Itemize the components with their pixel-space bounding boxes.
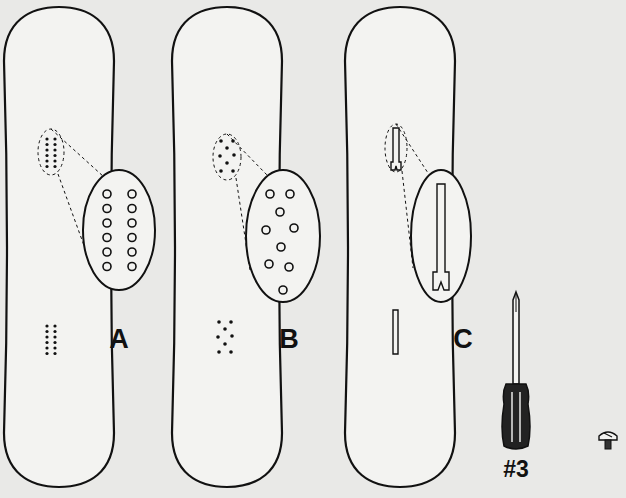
insert-hole bbox=[103, 190, 111, 198]
screwdriver bbox=[502, 292, 530, 449]
insert-channel bbox=[391, 128, 449, 354]
insert-hole bbox=[53, 324, 56, 327]
insert-holes bbox=[45, 137, 56, 355]
insert-hole bbox=[128, 190, 136, 198]
insert-hole bbox=[53, 335, 56, 338]
insert-hole bbox=[128, 234, 136, 242]
insert-hole bbox=[53, 148, 56, 151]
detail-oval bbox=[83, 170, 471, 302]
insert-holes bbox=[262, 190, 298, 294]
insert-hole bbox=[128, 219, 136, 227]
insert-hole bbox=[103, 219, 111, 227]
screw bbox=[599, 432, 617, 449]
pattern-letter: B bbox=[279, 326, 299, 353]
insert-hole bbox=[45, 346, 48, 349]
insert-hole bbox=[45, 352, 48, 355]
insert-hole bbox=[53, 154, 56, 157]
insert-hole bbox=[45, 143, 48, 146]
insert-hole bbox=[53, 346, 56, 349]
insert-hole bbox=[45, 324, 48, 327]
insert-hole bbox=[53, 137, 56, 140]
insert-hole bbox=[128, 248, 136, 256]
insert-hole bbox=[103, 248, 111, 256]
pattern-letter: C bbox=[453, 326, 473, 353]
insert-hole bbox=[53, 143, 56, 146]
insert-hole bbox=[53, 165, 56, 168]
snowboard-outline bbox=[345, 7, 455, 487]
insert-hole bbox=[45, 335, 48, 338]
size-label: #3 bbox=[503, 458, 529, 481]
insert-hole bbox=[45, 137, 48, 140]
insert-hole bbox=[103, 205, 111, 213]
insert-hole bbox=[103, 263, 111, 271]
insert-holes bbox=[103, 190, 136, 271]
insert-hole bbox=[53, 330, 56, 333]
insert-holes bbox=[216, 139, 236, 354]
pattern-letter: A bbox=[109, 326, 129, 353]
insert-hole bbox=[103, 234, 111, 242]
insert-hole bbox=[53, 352, 56, 355]
insert-hole bbox=[45, 165, 48, 168]
insert-hole bbox=[45, 341, 48, 344]
insert-hole bbox=[45, 148, 48, 151]
insert-hole bbox=[53, 159, 56, 162]
insert-hole bbox=[53, 341, 56, 344]
insert-hole bbox=[45, 330, 48, 333]
insert-hole bbox=[128, 263, 136, 271]
insert-hole bbox=[128, 205, 136, 213]
insert-hole bbox=[45, 159, 48, 162]
insert-hole bbox=[45, 154, 48, 157]
